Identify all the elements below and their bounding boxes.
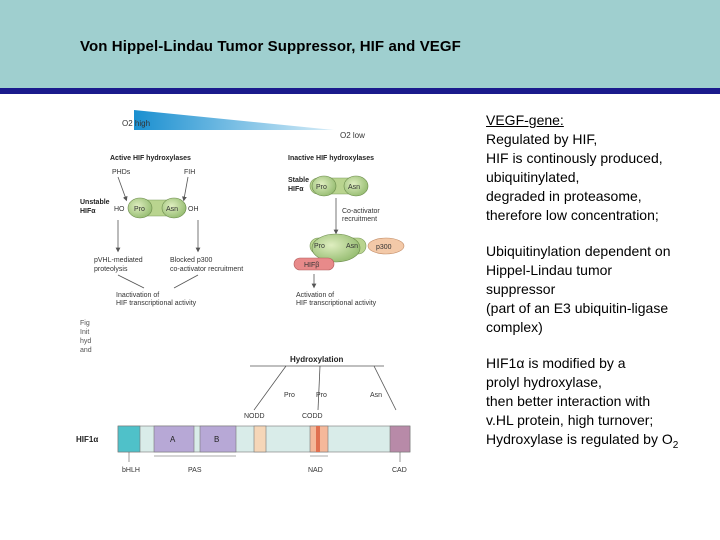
p3-line-3: then better interaction with: [486, 393, 651, 409]
coactivator-text-1: Co-activator: [342, 208, 380, 215]
asn-label-4: Asn: [370, 392, 382, 399]
p1-line-2: HIF is continously produced,: [486, 150, 663, 166]
nodd-domain: [253, 425, 267, 453]
pro-label-5: Pro: [316, 392, 327, 399]
fig-cut-2: Init: [80, 329, 89, 336]
o2-gradient-wedge: [134, 110, 334, 130]
p2-line-4: (part of an E3 ubiquitin-ligase: [486, 300, 669, 316]
domain-a-label: A: [170, 435, 176, 444]
pathway-diagram: O2 high O2 low Active HIF hydroxylases I…: [76, 110, 411, 474]
phds-label: PHDs: [112, 169, 131, 176]
fih-label: FIH: [184, 169, 195, 176]
activation-text-1: Activation of: [296, 292, 334, 299]
fig-cut-4: and: [80, 347, 92, 354]
pas-label: PAS: [188, 467, 202, 474]
p1-line-3: ubiquitinylated,: [486, 169, 580, 185]
pvhl-text-1: pVHL-mediated: [94, 257, 143, 264]
slide-title: Von Hippel-Lindau Tumor Suppressor, HIF …: [80, 38, 461, 55]
nodd-label: NODD: [244, 413, 265, 420]
p2-line-3: suppressor: [486, 281, 556, 297]
paragraph-ubiquitinylation: Ubiquitinylation dependent on Hippel-Lin…: [486, 242, 718, 337]
paragraph-vegf: VEGF-gene: Regulated by HIF, HIF is cont…: [486, 111, 718, 225]
blocked-text-1: Blocked p300: [170, 257, 213, 264]
unstable-label: Unstable: [80, 199, 110, 206]
header-rule: [0, 88, 720, 94]
ho-label: HO: [114, 206, 125, 213]
inactivation-text-1: Inactivation of: [116, 292, 159, 299]
domain-b-label: B: [214, 435, 219, 444]
inactivation-text-2: HIF transcriptional activity: [116, 300, 197, 307]
pas-a-domain: [153, 425, 195, 453]
asn-label-1: Asn: [166, 206, 178, 213]
o2-high-label: O2 high: [122, 119, 150, 128]
p3-hif-text: HIF1: [486, 355, 517, 371]
fig-cut-3: hyd: [80, 338, 91, 345]
fig-cut-1: Fig: [80, 320, 90, 327]
pro-label-1: Pro: [134, 206, 145, 213]
coactivator-text-2: recruitment: [342, 216, 377, 223]
hifb-label: HIFβ: [304, 262, 319, 269]
unstable-hif-label: HIFα: [80, 208, 96, 215]
inactive-hydroxylases-label: Inactive HIF hydroxylases: [288, 155, 374, 162]
o2-low-label: O2 low: [340, 131, 365, 140]
header-band: [0, 0, 720, 88]
p1-line-1: Regulated by HIF,: [486, 131, 598, 147]
p3-last-text: Hydroxylase is regulated by O: [486, 431, 673, 447]
p3-line-2: prolyl hydroxylase,: [486, 374, 602, 390]
pvhl-text-2: proteolysis: [94, 266, 128, 273]
active-hydroxylases-label: Active HIF hydroxylases: [110, 155, 191, 162]
codd-label: CODD: [302, 413, 323, 420]
paragraph-hif1a: HIF1α is modified by a prolyl hydroxylas…: [486, 354, 718, 451]
p2-line-2: Hippel-Lindau tumor: [486, 262, 613, 278]
vegf-heading: VEGF-gene:: [486, 112, 564, 128]
pro-label-3: Pro: [314, 243, 325, 250]
activation-text-2: HIF transcriptional activity: [296, 300, 377, 307]
nad-label: NAD: [308, 467, 323, 474]
stable-hif-label: HIFα: [288, 186, 304, 193]
cad-domain: [389, 425, 411, 453]
p3-line-5: Hydroxylase is regulated by O2: [486, 430, 718, 451]
p3-line-4: v.HL protein, high turnover;: [486, 412, 654, 428]
p300-label: p300: [376, 244, 392, 251]
asn-label-2: Asn: [348, 184, 360, 191]
blocked-text-2: co-activator recruitment: [170, 266, 243, 273]
p1-line-5: therefore low concentration;: [486, 207, 659, 223]
pas-b-domain: [199, 425, 237, 453]
o2-subscript: 2: [672, 439, 679, 451]
hif1a-label: HIF1α: [76, 435, 98, 444]
hydroxylation-label: Hydroxylation: [290, 355, 343, 364]
stable-label: Stable: [288, 177, 309, 184]
pro-label-2: Pro: [316, 184, 327, 191]
bhlh-label: bHLH: [122, 467, 140, 474]
pro-label-4: Pro: [284, 392, 295, 399]
p1-line-4: degraded in proteasome,: [486, 188, 642, 204]
cad-label: CAD: [392, 467, 407, 474]
asn-label-3: Asn: [346, 243, 358, 250]
body-text: VEGF-gene: Regulated by HIF, HIF is cont…: [486, 111, 718, 466]
oh-label: OH: [188, 206, 199, 213]
p3-line-1: HIF1α is modified by a: [486, 354, 718, 373]
p3-line-1-rest: is modified by a: [524, 355, 626, 371]
bhlh-domain: [117, 425, 141, 453]
p2-line-5: complex): [486, 319, 543, 335]
hif-pathway-figure: O2 high O2 low Active HIF hydroxylases I…: [74, 100, 474, 480]
alpha-symbol: α: [516, 355, 525, 371]
p2-line-1: Ubiquitinylation dependent on: [486, 243, 671, 259]
